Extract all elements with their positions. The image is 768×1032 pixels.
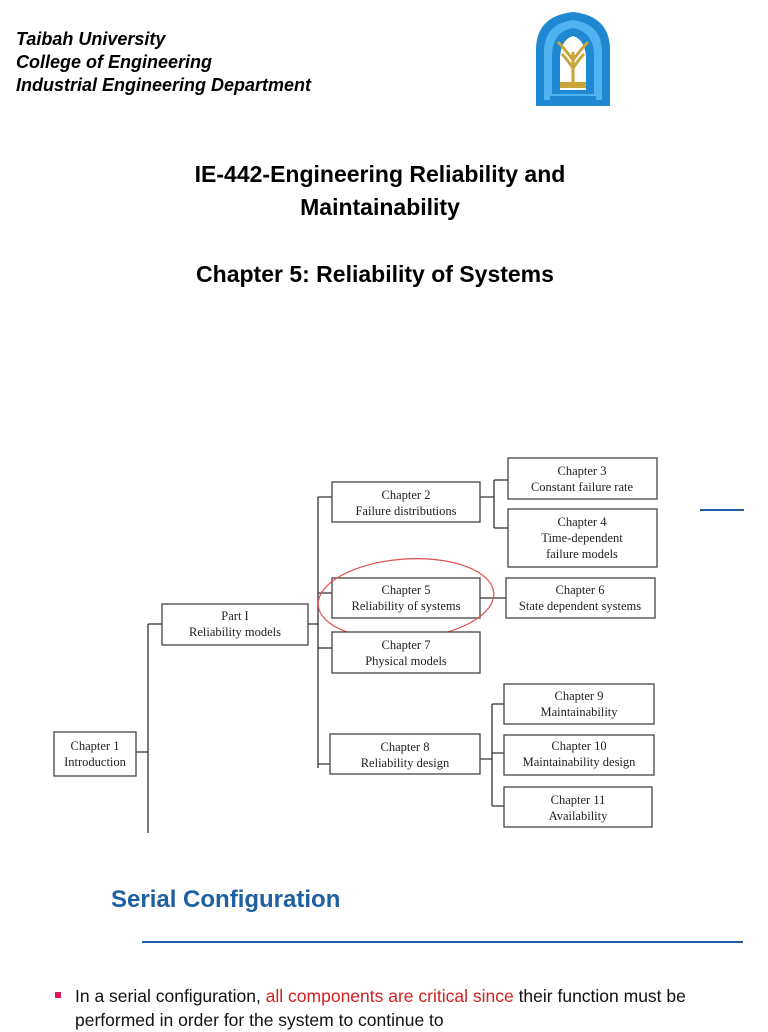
course-structure-diagram: Chapter 1 Introduction Part I Reliabilit… bbox=[53, 457, 658, 833]
box-chapter-7: Chapter 7 Physical models bbox=[331, 631, 481, 674]
bullet-text: In a serial configuration, all component… bbox=[75, 984, 725, 1032]
box-chapter-7-line1: Chapter 7 bbox=[382, 638, 431, 652]
chapter-title: Chapter 5: Reliability of Systems bbox=[196, 261, 554, 287]
course-title-line1: IE-442-Engineering Reliability and bbox=[194, 161, 566, 187]
bullet-text-highlight: all components are critical since bbox=[265, 986, 514, 1006]
connector-ch2 bbox=[480, 479, 508, 529]
course-title: IE-442-Engineering Reliability and Maint… bbox=[0, 158, 760, 224]
box-part-1: Part I Reliability models bbox=[161, 603, 309, 646]
box-chapter-9-line2: Maintainability bbox=[540, 705, 618, 719]
section-divider bbox=[142, 941, 743, 943]
accent-rule bbox=[700, 509, 744, 511]
connector-ch8 bbox=[480, 703, 504, 807]
box-part-1-line1: Part I bbox=[221, 609, 248, 623]
section-heading: Serial Configuration bbox=[111, 886, 341, 913]
box-chapter-1-line1: Chapter 1 bbox=[71, 739, 120, 753]
box-chapter-2-line2: Failure distributions bbox=[355, 504, 456, 518]
box-chapter-8-line1: Chapter 8 bbox=[381, 740, 430, 754]
box-chapter-1-line2: Introduction bbox=[64, 755, 127, 769]
box-chapter-4-line2: Time-dependent bbox=[541, 531, 623, 545]
department-name: Industrial Engineering Department bbox=[16, 75, 312, 95]
connector-part1 bbox=[308, 496, 332, 768]
institution-header: Taibah University College of Engineering… bbox=[16, 28, 311, 97]
university-name: Taibah University bbox=[16, 29, 166, 49]
box-chapter-9-line1: Chapter 9 bbox=[555, 689, 604, 703]
connector-root bbox=[136, 623, 162, 833]
course-title-line2: Maintainability bbox=[300, 194, 460, 220]
box-chapter-6-line2: State dependent systems bbox=[519, 599, 641, 613]
box-chapter-10: Chapter 10 Maintainability design bbox=[503, 734, 655, 776]
box-chapter-10-line1: Chapter 10 bbox=[551, 739, 606, 753]
box-chapter-6: Chapter 6 State dependent systems bbox=[505, 577, 656, 619]
box-chapter-5-line1: Chapter 5 bbox=[382, 583, 431, 597]
box-chapter-2: Chapter 2 Failure distributions bbox=[331, 481, 481, 523]
university-logo bbox=[536, 12, 610, 106]
box-chapter-10-line2: Maintainability design bbox=[523, 755, 637, 769]
box-chapter-11-line2: Availability bbox=[549, 809, 609, 823]
college-name: College of Engineering bbox=[16, 52, 213, 72]
box-chapter-1: Chapter 1 Introduction bbox=[53, 731, 137, 777]
bullet-marker-icon bbox=[55, 992, 61, 998]
box-chapter-3-line2: Constant failure rate bbox=[531, 480, 633, 494]
box-chapter-8-line2: Reliability design bbox=[361, 756, 450, 770]
bullet-text-part1: In a serial configuration, bbox=[75, 986, 266, 1006]
box-chapter-7-line2: Physical models bbox=[365, 654, 447, 668]
box-chapter-6-line1: Chapter 6 bbox=[556, 583, 605, 597]
box-chapter-2-line1: Chapter 2 bbox=[382, 488, 431, 502]
box-chapter-4: Chapter 4 Time-dependent failure models bbox=[507, 508, 658, 568]
box-chapter-5: Chapter 5 Reliability of systems bbox=[331, 577, 481, 619]
box-part-1-line2: Reliability models bbox=[189, 625, 281, 639]
box-chapter-11-line1: Chapter 11 bbox=[551, 793, 606, 807]
box-chapter-11: Chapter 11 Availability bbox=[503, 786, 653, 828]
box-chapter-4-line3: failure models bbox=[546, 547, 618, 561]
box-chapter-5-line2: Reliability of systems bbox=[351, 599, 460, 613]
box-chapter-9: Chapter 9 Maintainability bbox=[503, 683, 655, 725]
box-chapter-3-line1: Chapter 3 bbox=[558, 464, 607, 478]
box-chapter-3: Chapter 3 Constant failure rate bbox=[507, 457, 658, 500]
box-chapter-4-line1: Chapter 4 bbox=[558, 515, 608, 529]
box-chapter-8: Chapter 8 Reliability design bbox=[329, 733, 481, 775]
